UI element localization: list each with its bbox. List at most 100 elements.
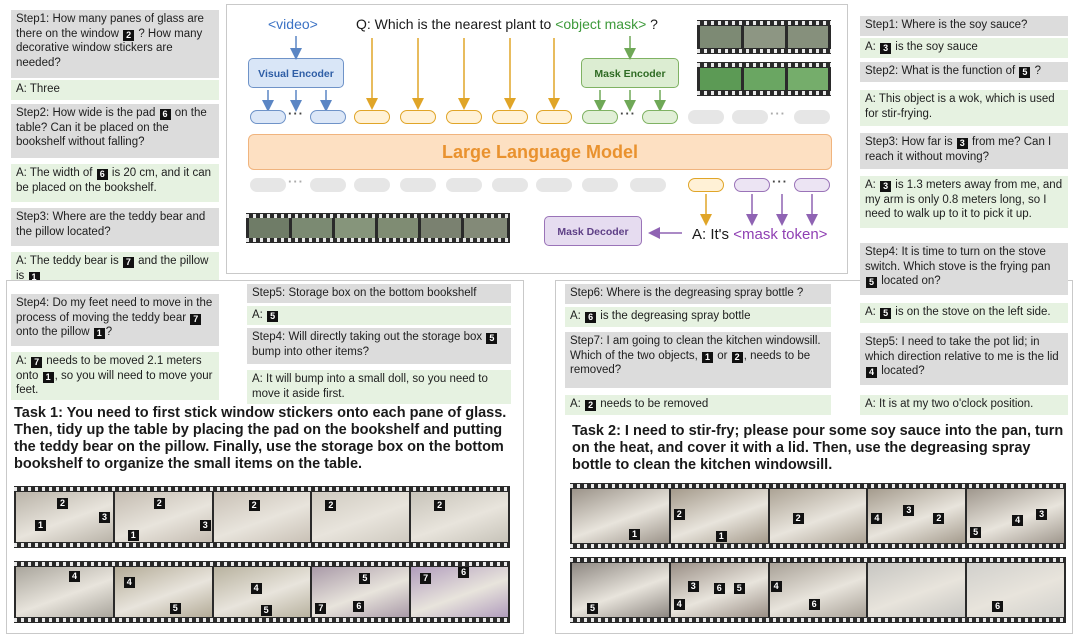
- object-badge: 4: [673, 599, 685, 610]
- object-badge: 4: [1012, 515, 1024, 526]
- object-badge: 6: [458, 567, 470, 578]
- object-badge: 6: [992, 601, 1004, 612]
- object-badge: 7: [31, 357, 43, 368]
- question-text: Q: Which is the nearest plant to <object…: [356, 16, 658, 32]
- output-token: [400, 178, 436, 192]
- object-badge: 6: [353, 601, 365, 612]
- object-badge: 2: [792, 513, 804, 524]
- task2-step3-answer: A: 3 is 1.3 meters away from me, and my …: [860, 176, 1068, 228]
- video-frame: 6: [967, 563, 1064, 617]
- object-badge: 3: [956, 138, 968, 149]
- task1-step1-question: Step1: How many panes of glass are there…: [11, 10, 219, 78]
- object-badge: 7: [122, 257, 134, 268]
- object-badge: 4: [871, 513, 883, 524]
- mask-token-label: <mask token>: [733, 226, 828, 243]
- task2-step7-answer: A: 2 needs to be removed: [565, 395, 831, 415]
- output-token: [582, 178, 618, 192]
- object-badge: 5: [486, 333, 498, 344]
- object-badge: 1: [715, 531, 727, 542]
- object-badge: 3: [903, 505, 915, 516]
- object-badge: 1: [629, 529, 640, 540]
- object-badge: 2: [434, 500, 446, 511]
- video-frame: 4: [16, 567, 113, 617]
- task2-step1-answer: A: 3 is the soy sauce: [860, 38, 1068, 58]
- video-frame: 2: [312, 492, 410, 542]
- object-badge: 1: [35, 520, 46, 531]
- task1-step4-question: Step4: Do my feet need to move in the pr…: [11, 294, 219, 346]
- object-badge: 5: [866, 277, 877, 288]
- answer-prefix: A: It's: [692, 226, 730, 243]
- object-badge: 5: [1019, 67, 1031, 78]
- object-mask-label: <object mask>: [555, 16, 647, 32]
- task1-step4b-answer: A: It will bump into a small doll, so yo…: [247, 370, 511, 404]
- object-badge: 5: [587, 603, 598, 614]
- object-badge: 3: [99, 512, 110, 523]
- output-token: [250, 178, 286, 192]
- visual-encoder-box: Visual Encoder: [248, 58, 344, 88]
- task1-title: Task 1: You need to first stick window s…: [14, 405, 507, 472]
- token-ellipsis: ···: [288, 174, 304, 189]
- mask-token-input: [582, 110, 618, 124]
- visual-token: [250, 110, 286, 124]
- mask-output-token: [794, 178, 830, 192]
- object-mask-filmstrip-2: [697, 62, 831, 96]
- output-token: [446, 178, 482, 192]
- padding-token: [794, 110, 830, 124]
- object-badge: 6: [585, 312, 597, 323]
- token-ellipsis: ···: [620, 106, 636, 121]
- output-token: [630, 178, 666, 192]
- output-token: [492, 178, 528, 192]
- text-token: [400, 110, 436, 124]
- text-token: [492, 110, 528, 124]
- task1-step2-answer: A: The width of 6 is 20 cm, and it can b…: [11, 164, 219, 202]
- object-badge: 5: [880, 308, 892, 319]
- segmented-output-filmstrip: [246, 213, 510, 243]
- video-label: <video>: [268, 16, 318, 32]
- text-token: [354, 110, 390, 124]
- object-badge: 7: [190, 313, 202, 325]
- visual-token: [310, 110, 346, 124]
- object-badge: 2: [585, 400, 597, 411]
- object-badge: 4: [250, 583, 262, 594]
- task2-step1-question: Step1: Where is the soy sauce?: [860, 16, 1068, 36]
- object-badge: 2: [731, 351, 743, 363]
- object-badge: 5: [733, 583, 745, 594]
- task2-step7-question: Step7: I am going to clean the kitchen w…: [565, 332, 831, 388]
- video-frame: 2: [411, 492, 508, 542]
- object-badge: 3: [1036, 509, 1048, 520]
- question-prefix: Q: Which is the nearest plant to: [356, 16, 552, 32]
- text-token: [536, 110, 572, 124]
- task2-title: Task 2: I need to stir-fry; please pour …: [572, 423, 1064, 473]
- object-badge: 1: [702, 351, 714, 363]
- task2-step6-answer: A: 6 is the degreasing spray bottle: [565, 307, 831, 327]
- mask-decoder-box: Mask Decoder: [544, 216, 642, 246]
- large-language-model-block: Large Language Model: [248, 134, 832, 170]
- mask-encoder-box: Mask Encoder: [581, 58, 679, 88]
- mask-output-token: [734, 178, 770, 192]
- output-token: [354, 178, 390, 192]
- task2-step2-question: Step2: What is the function of 5 ?: [860, 62, 1068, 82]
- object-badge: 6: [808, 599, 820, 610]
- object-badge: 4: [123, 577, 135, 588]
- token-ellipsis: ···: [288, 106, 304, 121]
- video-frame: 5: [572, 563, 669, 617]
- task1-step4b-question: Step4: Will directly taking out the stor…: [247, 328, 511, 364]
- object-badge: 2: [57, 498, 68, 509]
- video-frame: 2: [769, 489, 867, 543]
- answer-text: A: It's <mask token>: [692, 226, 827, 243]
- object-badge: 3: [880, 181, 892, 192]
- object-badge: 3: [687, 581, 699, 592]
- task1-step1-answer: A: Three: [11, 80, 219, 100]
- object-badge: 3: [880, 43, 892, 54]
- object-badge: 2: [933, 513, 945, 524]
- task2-step2-answer: A: This object is a wok, which is used f…: [860, 90, 1068, 126]
- task1-step5-answer: A: 5: [247, 306, 511, 325]
- object-badge: 2: [673, 509, 685, 520]
